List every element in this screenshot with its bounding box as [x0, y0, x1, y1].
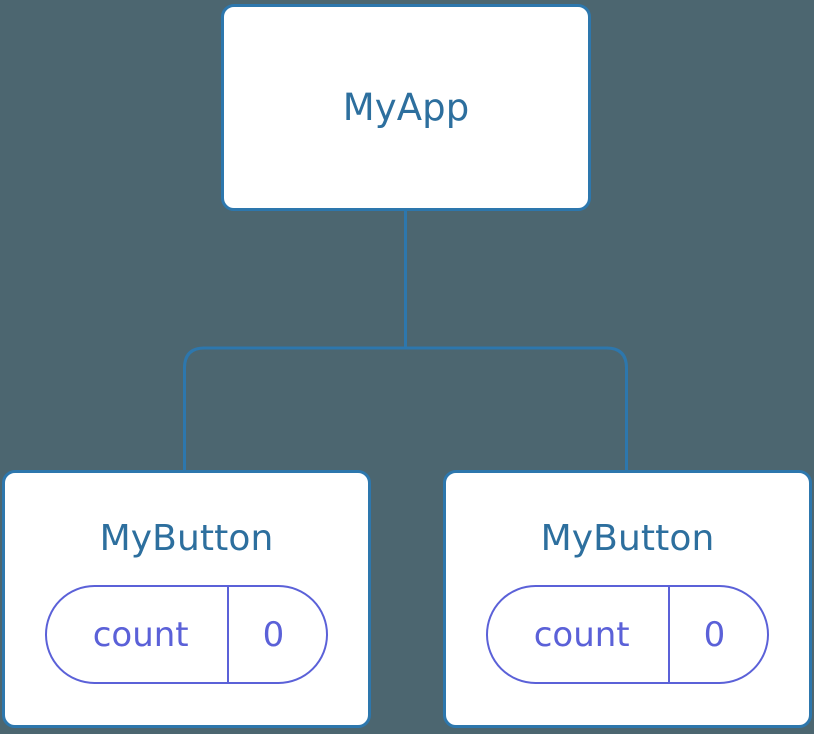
- state-pill-value: 0: [262, 614, 285, 655]
- component-node-title: MyButton: [540, 518, 715, 559]
- component-node-mybutton-2[interactable]: MyButton count 0: [443, 470, 812, 728]
- component-node-mybutton-1[interactable]: MyButton count 0: [2, 470, 371, 728]
- state-pill[interactable]: count 0: [485, 585, 770, 684]
- component-node-title: MyButton: [99, 518, 274, 559]
- state-pill-key: count: [47, 587, 229, 682]
- component-node-myapp[interactable]: MyApp: [221, 4, 591, 211]
- state-pill-key: count: [488, 587, 670, 682]
- connector-bracket: [183, 346, 628, 470]
- state-pill[interactable]: count 0: [44, 585, 329, 684]
- state-pill-value: 0: [703, 614, 726, 655]
- component-node-title: MyApp: [342, 86, 470, 129]
